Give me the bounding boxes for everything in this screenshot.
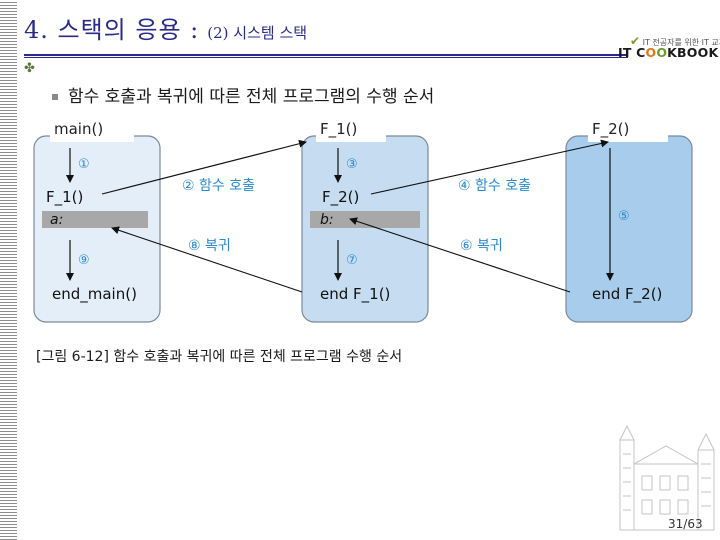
- logo-prefix: IT C: [618, 45, 646, 60]
- bullet-text: 함수 호출과 복귀에 따른 전체 프로그램의 수행 순서: [68, 87, 434, 107]
- bullet-square-icon: [52, 94, 58, 100]
- var-a-label: a:: [50, 212, 63, 228]
- slide-title-sub: (2) 시스템 스택: [207, 24, 307, 42]
- end-main: end_main(): [52, 285, 137, 304]
- call-stack-diagram: main() F_1() F_2() a: b: F_1() end_main(…: [26, 112, 706, 327]
- step-3-label: ③: [346, 157, 358, 172]
- title-underline-thin: [24, 57, 628, 58]
- step-1-label: ①: [78, 157, 90, 172]
- slide-title-main: 4. 스택의 응용 :: [24, 16, 199, 44]
- f1-call-f2: F_2(): [322, 188, 359, 207]
- step-7-label: ⑦: [346, 253, 358, 268]
- slide-title: 4. 스택의 응용 : (2) 시스템 스택: [24, 10, 307, 45]
- title-underline: [24, 54, 628, 56]
- page-number: 31/63: [668, 517, 703, 531]
- figure-caption: [그림 6-12] 함수 호출과 복귀에 따른 전체 프로그램 수행 순서: [36, 346, 402, 366]
- box-title-f2: F_2(): [592, 120, 629, 139]
- end-f1: end F_1(): [320, 285, 390, 304]
- logo-o2: O: [656, 45, 667, 60]
- it-cookbook-logo: IT COOKBOOK: [618, 45, 718, 60]
- box-title-main: main(): [54, 120, 103, 138]
- left-stripe-decoration: [0, 0, 17, 540]
- plus-ornament-icon: ✤: [24, 61, 35, 76]
- step-9-label: ⑨: [78, 253, 90, 268]
- end-f2: end F_2(): [592, 285, 662, 304]
- box-title-f1: F_1(): [320, 120, 357, 139]
- step-8-label: ⑧ 복귀: [188, 238, 231, 254]
- step-5-label: ⑤: [618, 209, 630, 224]
- logo-o1: O: [646, 45, 657, 60]
- step-2-label: ② 함수 호출: [182, 178, 255, 194]
- step-4-label: ④ 함수 호출: [458, 178, 531, 194]
- logo-suffix: KBOOK: [667, 45, 718, 60]
- main-call-f1: F_1(): [46, 188, 83, 207]
- bullet-item: 함수 호출과 복귀에 따른 전체 프로그램의 수행 순서: [52, 82, 434, 107]
- var-b-label: b:: [320, 212, 334, 228]
- step-6-label: ⑥ 복귀: [460, 238, 503, 254]
- campus-building-watermark-icon: [612, 420, 720, 532]
